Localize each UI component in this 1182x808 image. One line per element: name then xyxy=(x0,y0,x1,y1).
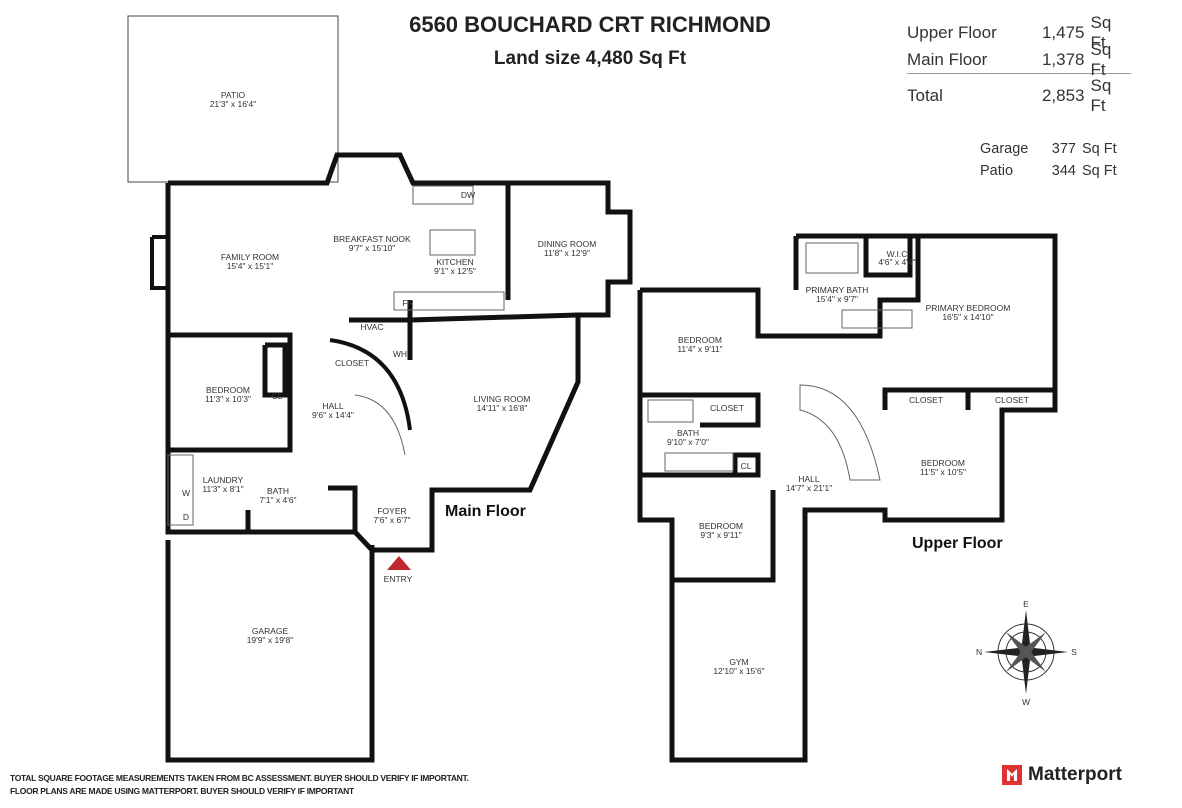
room-name: HALL xyxy=(798,474,820,484)
closet-label: CLOSET xyxy=(335,358,369,368)
entry-arrow-icon xyxy=(387,556,411,570)
area-value: 377 xyxy=(1051,141,1076,157)
area-value: 344 xyxy=(1051,163,1076,179)
room-name: GYM xyxy=(729,657,748,667)
room-dims: 14'7" x 21'1" xyxy=(786,483,833,493)
area-label: Patio xyxy=(980,163,1014,179)
closet-label: CLOSET xyxy=(710,403,744,413)
area-unit: Sq Ft xyxy=(1090,75,1112,115)
upper-floor-fixtures xyxy=(647,242,913,481)
room-dims: 12'10" x 15'6" xyxy=(713,666,764,676)
area-label: Total xyxy=(907,85,943,105)
room-name: PRIMARY BEDROOM xyxy=(926,303,1011,313)
room-dims: 11'4" x 9'11" xyxy=(677,344,722,354)
water-heater-label: WH xyxy=(393,349,407,359)
closet-label: CLOSET xyxy=(995,395,1029,405)
room-name: BREAKFAST NOOK xyxy=(333,234,411,244)
matterport-logo-icon xyxy=(1002,765,1022,785)
room-dims: 15'4" x 15'1" xyxy=(227,261,274,271)
upper-floor-walls xyxy=(637,233,1058,763)
room-dims: 16'5" x 14'10" xyxy=(942,312,993,322)
room-name: GARAGE xyxy=(252,626,289,636)
land-size: Land size 4,480 Sq Ft xyxy=(493,48,687,69)
main-floor-walls xyxy=(127,15,633,763)
room-name: KITCHEN xyxy=(436,257,473,267)
closet-label: CLOSET xyxy=(909,395,943,405)
matterport-logo: Matterport xyxy=(1002,764,1122,786)
room-name: BEDROOM xyxy=(699,521,743,531)
room-dims: 7'6" x 6'7" xyxy=(373,515,410,525)
room-dims: 11'8" x 12'9" xyxy=(544,248,590,258)
washer-label: W xyxy=(182,488,190,498)
area-unit: Sq Ft xyxy=(1090,39,1112,79)
compass-s: S xyxy=(1071,647,1077,657)
room-name: BATH xyxy=(267,486,289,496)
area-label: Main Floor xyxy=(907,49,988,69)
room-name: W.I.C xyxy=(887,249,908,259)
area-row-garage: Garage 377 Sq Ft xyxy=(980,138,1130,160)
area-label: Garage xyxy=(980,141,1029,157)
room-name: BATH xyxy=(677,428,699,438)
area-value: 2,853 xyxy=(1041,85,1085,105)
room-dims: 4'6" x 4'4" xyxy=(878,257,915,267)
room-name: FOYER xyxy=(377,506,406,516)
room-dims: 9'3" x 9'11" xyxy=(700,530,741,540)
room-dims: 9'7" x 15'10" xyxy=(349,243,396,253)
room-dims: 19'9" x 19'8" xyxy=(247,635,294,645)
area-unit: Sq Ft xyxy=(1082,163,1117,179)
room-dims: 9'6" x 14'4" xyxy=(312,410,354,420)
entry-label: ENTRY xyxy=(384,574,413,584)
fridge-label: FR xyxy=(402,298,413,308)
room-name: DINING ROOM xyxy=(538,239,597,249)
property-address: 6560 BOUCHARD CRT RICHMOND xyxy=(409,12,771,37)
room-dims: 11'5" x 10'5" xyxy=(920,467,966,477)
room-name: HALL xyxy=(322,401,344,411)
room-name: PATIO xyxy=(221,90,246,100)
compass-icon: E W N S xyxy=(976,599,1077,707)
compass-n: N xyxy=(976,647,982,657)
main-floor-label: Main Floor xyxy=(445,503,526,520)
room-name: LAUNDRY xyxy=(203,475,244,485)
main-floor-fixtures xyxy=(167,185,505,526)
room-dims: 9'10" x 7'0" xyxy=(667,437,709,447)
upper-floor-label: Upper Floor xyxy=(912,535,1003,552)
cl-label: CL xyxy=(741,461,752,471)
room-dims: 7'1" x 4'6" xyxy=(259,495,296,505)
area-row-patio: Patio 344 Sq Ft xyxy=(980,160,1130,182)
room-dims: 11'3" x 10'3" xyxy=(205,394,251,404)
room-dims: 9'1" x 12'5" xyxy=(434,266,476,276)
area-value: 1,475 xyxy=(1041,22,1085,42)
room-name: FAMILY ROOM xyxy=(221,252,279,262)
room-dims: 14'11" x 16'8" xyxy=(477,403,528,413)
compass-e: E xyxy=(1023,599,1029,609)
room-name: LIVING ROOM xyxy=(474,394,531,404)
room-dims: 21'3" x 16'4" xyxy=(210,99,257,109)
room-name: PRIMARY BATH xyxy=(806,285,869,295)
area-label: Upper Floor xyxy=(907,22,997,42)
disclaimer-line-2: FLOOR PLANS ARE MADE USING MATTERPORT. B… xyxy=(10,786,354,796)
area-unit: Sq Ft xyxy=(1090,12,1112,52)
disclaimer-line-1: TOTAL SQUARE FOOTAGE MEASUREMENTS TAKEN … xyxy=(10,773,469,783)
dishwasher-label: DW xyxy=(461,190,475,200)
disclaimer: TOTAL SQUARE FOOTAGE MEASUREMENTS TAKEN … xyxy=(10,772,469,798)
room-dims: 11'3" x 8'1" xyxy=(202,484,243,494)
brand-name: Matterport xyxy=(1028,764,1122,785)
area-value: 1,378 xyxy=(1041,49,1085,69)
cl-label: CL xyxy=(272,391,283,401)
room-name: BEDROOM xyxy=(678,335,722,345)
room-dims: 15'4" x 9'7" xyxy=(816,294,858,304)
room-name: BEDROOM xyxy=(921,458,965,468)
extra-areas: Garage 377 Sq Ft Patio 344 Sq Ft xyxy=(980,138,1130,182)
dryer-label: D xyxy=(183,512,189,522)
room-name: BEDROOM xyxy=(206,385,250,395)
compass-w: W xyxy=(1022,697,1030,707)
hvac-label: HVAC xyxy=(361,322,384,332)
area-unit: Sq Ft xyxy=(1082,141,1117,157)
